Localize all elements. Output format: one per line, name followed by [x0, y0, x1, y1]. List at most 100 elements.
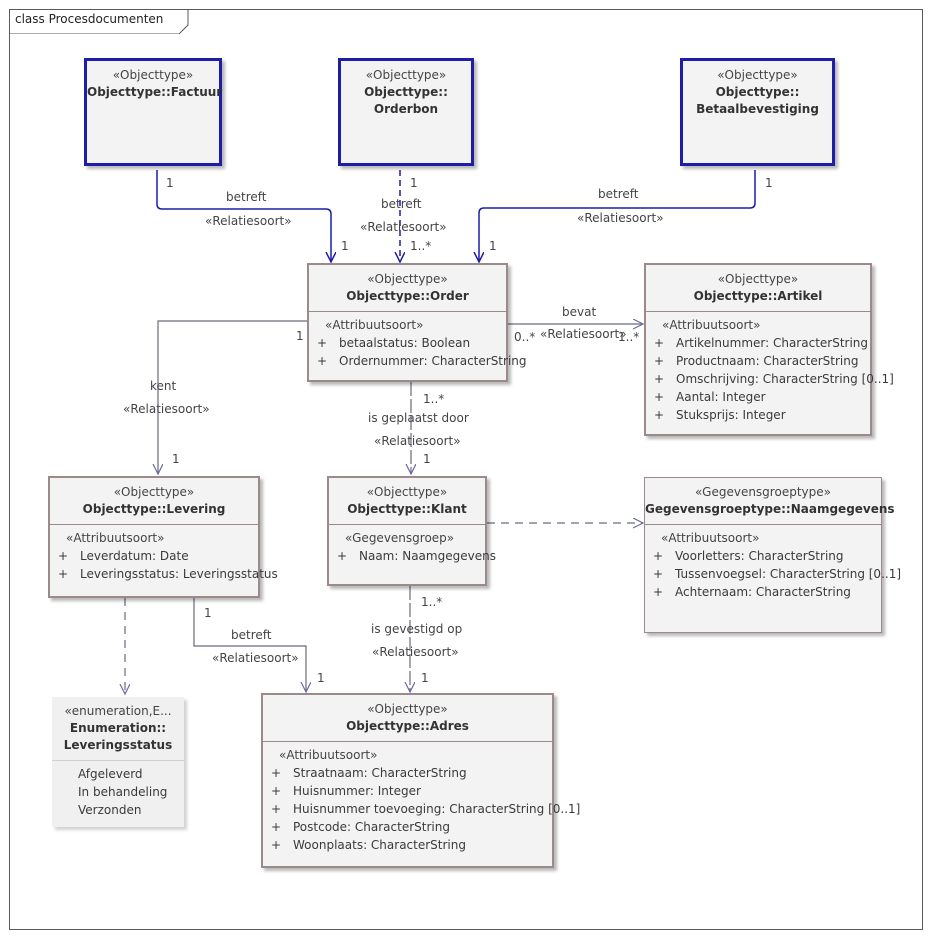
section-title: «Attribuutsoort» — [662, 318, 761, 332]
multiplicity-label: 1 — [410, 176, 418, 190]
class-betaalbevestiging[interactable]: «Objecttype» Objecttype:: Betaalbevestig… — [680, 58, 835, 166]
section-title: «Attribuutsoort» — [325, 318, 424, 332]
association-stereotype: «Relatiesoort» — [577, 211, 664, 225]
frame-title: class Procesdocumenten — [15, 12, 164, 26]
attribute-row: +Woonplaats: CharacterString — [271, 838, 466, 852]
stereotype-label: «Objecttype» — [365, 68, 447, 82]
class-klant[interactable]: «Objecttype» Objecttype::Klant «Gegevens… — [327, 476, 496, 586]
enum-leveringsstatus[interactable]: «enumeration,E... Enumeration:: Levering… — [52, 697, 184, 827]
multiplicity-label: 1..* — [618, 330, 640, 344]
association-name: bevat — [562, 305, 597, 319]
attribute-row: +Productnaam: CharacterString — [654, 354, 859, 368]
multiplicity-label: 1 — [489, 239, 497, 253]
stereotype-label: «enumeration,E... — [64, 704, 172, 718]
association-name: betreft — [226, 190, 267, 204]
assoc-levering-adres — [193, 598, 306, 692]
stereotype-label: «Objecttype» — [112, 68, 194, 82]
stereotype-label: «Objecttype» — [366, 485, 448, 499]
stereotype-label: «Objecttype» — [367, 702, 448, 716]
multiplicity-label: 1..* — [410, 239, 432, 253]
association-name: kent — [150, 379, 177, 393]
association-name: betreft — [231, 628, 272, 642]
stereotype-label: «Objecttype» — [367, 272, 448, 286]
attribute-row: +Achternaam: CharacterString — [653, 585, 851, 599]
section-title: «Attribuutsoort» — [279, 748, 378, 762]
association-stereotype: «Relatiesoort» — [360, 220, 447, 234]
assoc-order-levering — [158, 320, 307, 474]
class-name: Objecttype::Klant — [347, 502, 467, 516]
enum-literal: Verzonden — [78, 803, 142, 817]
association-stereotype: «Relatiesoort» — [372, 645, 459, 659]
class-name: Objecttype::Adres — [346, 719, 469, 733]
attribute-row: +Leveringsstatus: Leveringsstatus — [58, 567, 278, 581]
frame-tab — [9, 9, 189, 34]
multiplicity-label: 1 — [423, 452, 431, 466]
multiplicity-label: 1..* — [423, 392, 445, 406]
multiplicity-label: 1 — [296, 329, 304, 343]
attribute-row: +Aantal: Integer — [654, 390, 766, 404]
class-artikel[interactable]: «Objecttype» Objecttype::Artikel «Attrib… — [644, 263, 894, 436]
multiplicity-label: 1 — [172, 452, 180, 466]
section-title: «Gegevensgroep» — [345, 531, 455, 545]
multiplicity-label: 1 — [765, 176, 773, 190]
multiplicity-label: 0..* — [514, 330, 536, 344]
attribute-row: +Huisnummer toevoeging: CharacterString … — [271, 802, 581, 816]
multiplicity-label: 1 — [317, 671, 325, 685]
multiplicity-label: 1 — [341, 239, 349, 253]
association-name: is geplaatst door — [368, 411, 469, 425]
assoc-factuur-order — [156, 170, 331, 262]
association-name: betreft — [381, 197, 422, 211]
association-name: betreft — [598, 187, 639, 201]
attribute-row: +Straatnaam: CharacterString — [271, 766, 467, 780]
attribute-row: +Omschrijving: CharacterString [0..1] — [654, 372, 894, 386]
attribute-row: +Stuksprijs: Integer — [654, 408, 786, 422]
class-name: Objecttype:: — [364, 85, 448, 99]
section-title: «Attribuutsoort» — [661, 531, 760, 545]
class-name: Enumeration:: — [69, 721, 167, 735]
association-stereotype: «Relatiesoort» — [540, 327, 627, 341]
class-factuur[interactable]: «Objecttype» Objecttype::Factuur — [84, 58, 222, 166]
association-name: is gevestigd op — [371, 622, 463, 636]
stereotype-label: «Objecttype» — [113, 485, 195, 499]
multiplicity-label: 1 — [166, 176, 174, 190]
class-name-cont: Leveringsstatus — [63, 738, 173, 752]
attribute-row: +Ordernummer: CharacterString — [317, 354, 527, 368]
association-stereotype: «Relatiesoort» — [205, 214, 292, 228]
class-adres[interactable]: «Objecttype» Objecttype::Adres «Attribuu… — [261, 693, 581, 868]
class-levering[interactable]: «Objecttype» Objecttype::Levering «Attri… — [48, 476, 278, 598]
class-name: Objecttype:: — [715, 85, 800, 99]
diagram-frame — [9, 9, 923, 930]
stereotype-label: «Objecttype» — [717, 272, 799, 286]
association-stereotype: «Relatiesoort» — [212, 651, 299, 665]
attribute-row: +Tussenvoegsel: CharacterString [0..1] — [653, 567, 902, 581]
class-name: Objecttype::Order — [346, 289, 469, 303]
attribute-row: +Naam: Naamgegevens — [337, 549, 496, 563]
class-orderbon[interactable]: «Objecttype» Objecttype:: Orderbon — [338, 58, 474, 166]
class-name: Gegevensgroeptype::Naamgegevens — [645, 502, 895, 516]
class-name-cont: Orderbon — [373, 102, 439, 116]
attribute-row: +Postcode: CharacterString — [271, 820, 450, 834]
enum-literal: In behandeling — [78, 785, 168, 799]
section-title: «Attribuutsoort» — [66, 531, 165, 545]
attribute-row: +Voorletters: CharacterString — [653, 549, 844, 563]
multiplicity-label: 1 — [421, 671, 429, 685]
association-stereotype: «Relatiesoort» — [123, 402, 210, 416]
class-name: Objecttype::Artikel — [693, 289, 823, 303]
class-name: Objecttype::Factuur — [87, 85, 223, 99]
enum-literal: Afgeleverd — [78, 767, 143, 781]
multiplicity-label: 1 — [204, 606, 212, 620]
attribute-row: +Artikelnummer: CharacterString — [654, 336, 869, 350]
attribute-row: +betaalstatus: Boolean — [317, 336, 471, 350]
stereotype-label: «Gegevensgroeptype» — [695, 485, 831, 499]
class-name-cont: Betaalbevestiging — [696, 102, 819, 116]
attribute-row: +Huisnummer: Integer — [271, 784, 421, 798]
stereotype-label: «Objecttype» — [717, 68, 798, 82]
assoc-betaal-order — [479, 170, 756, 262]
class-naamgegevens[interactable]: «Gegevensgroeptype» Gegevensgroeptype::N… — [644, 477, 902, 633]
class-order[interactable]: «Objecttype» Objecttype::Order «Attribuu… — [307, 263, 527, 382]
attribute-row: +Leverdatum: Date — [58, 549, 189, 563]
class-name: Objecttype::Levering — [82, 502, 226, 516]
multiplicity-label: 1..* — [421, 595, 443, 609]
association-stereotype: «Relatiesoort» — [374, 434, 461, 448]
